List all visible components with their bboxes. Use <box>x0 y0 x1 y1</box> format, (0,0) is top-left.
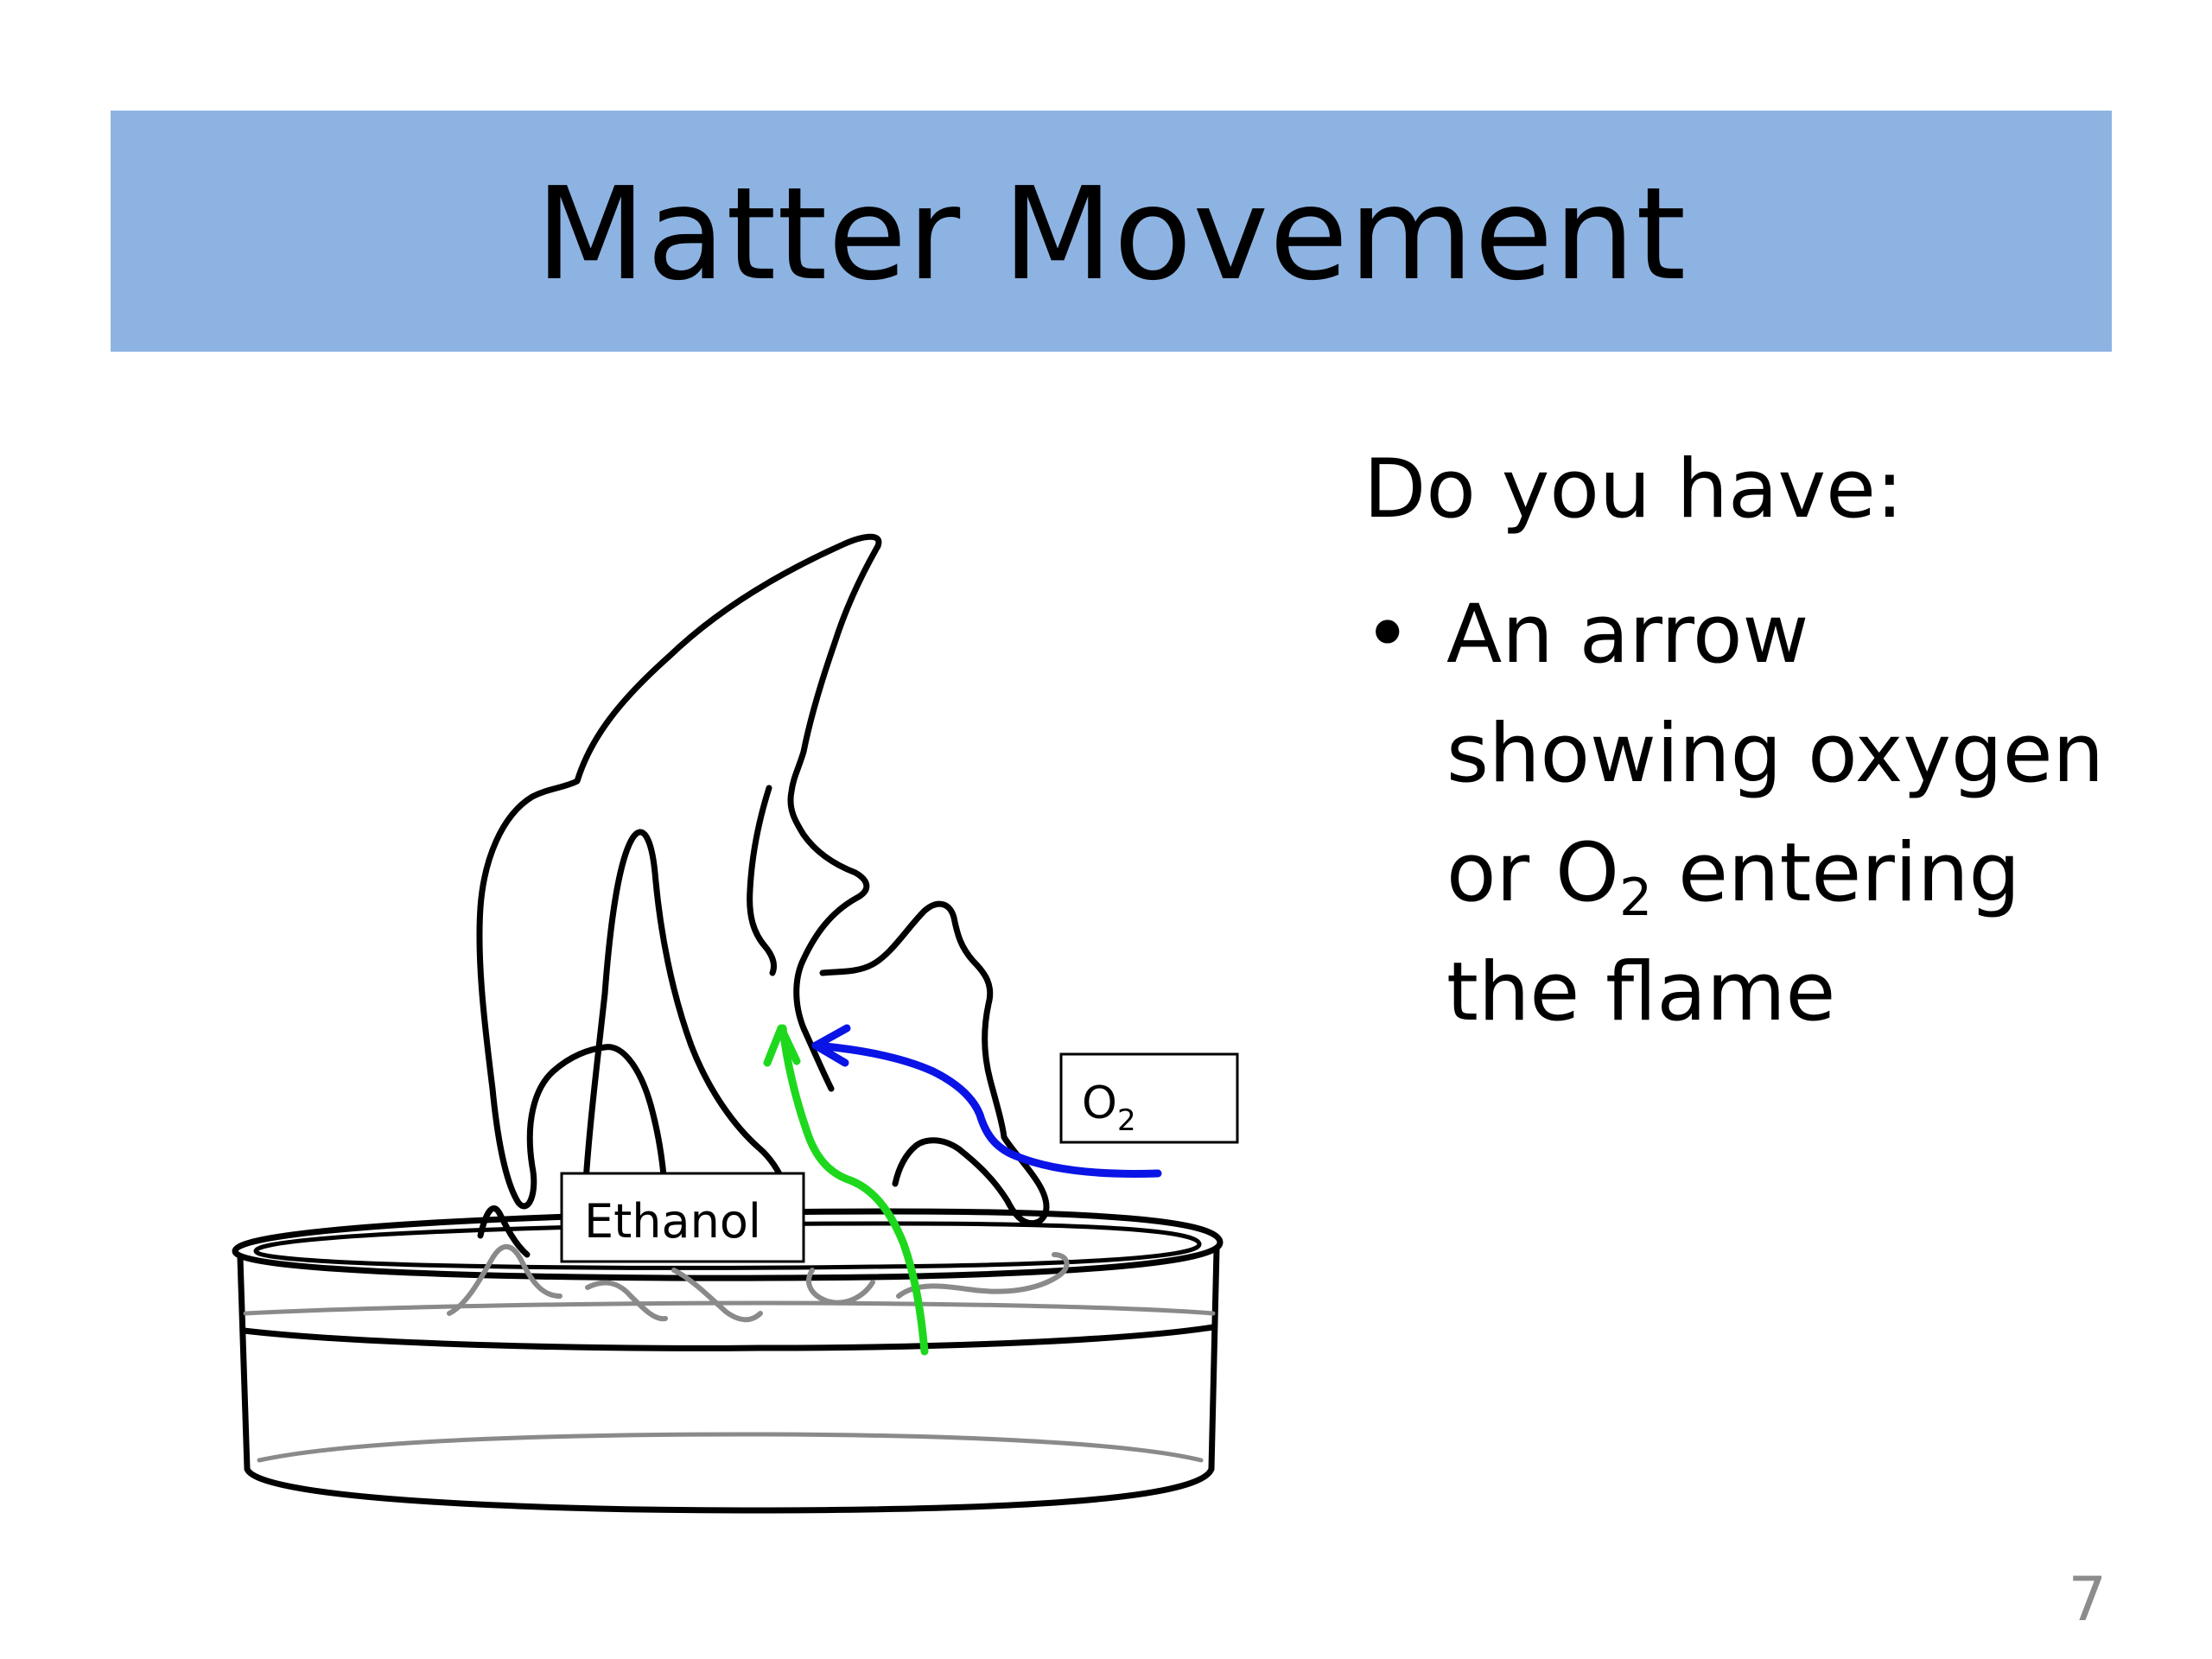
checklist-item: • An arrow showing oxygen or O2 entering… <box>1363 575 2141 1052</box>
o2-label-main: O <box>1082 1077 1117 1129</box>
reflection-mid <box>585 1280 668 1322</box>
dish-rim-inner <box>253 1221 1202 1270</box>
flame-inner-left-spike <box>581 829 797 1213</box>
flame-right-lower <box>892 1134 1050 1227</box>
reflection-loop <box>806 1268 875 1306</box>
dish-wall-right <box>1208 1246 1220 1472</box>
reflection-center <box>671 1268 763 1323</box>
bullet-line-3-start: or O <box>1446 826 1620 920</box>
flame-reflection <box>447 1244 1070 1323</box>
ethanol-arrowhead <box>763 1024 801 1067</box>
oxygen-arrow <box>811 1041 1162 1178</box>
bullet-line-1: An arrow <box>1446 588 1809 682</box>
bullet-icon: • <box>1363 588 1412 682</box>
flame-outer-left <box>476 533 882 1210</box>
oxygen-arrowhead <box>811 1024 851 1067</box>
dish-bottom <box>244 1465 1215 1514</box>
flame <box>476 533 1050 1258</box>
o2-label-box: O2 <box>1059 1052 1239 1144</box>
bullet-line-3-end: entering <box>1652 826 2021 920</box>
ethanol-label-box: Ethanol <box>560 1172 805 1263</box>
slide-title: Matter Movement <box>535 159 1688 308</box>
reflection-right <box>896 1252 1070 1299</box>
ethanol-label: Ethanol <box>584 1194 761 1249</box>
flame-inner-fork <box>747 785 778 976</box>
question-heading: Do you have: <box>1363 442 1904 537</box>
flame-right-lobe <box>819 900 1007 1141</box>
arrows <box>763 1024 1162 1356</box>
bullet-line-2: showing oxygen <box>1446 707 2105 801</box>
bullet-line-3-subscript: 2 <box>1619 867 1653 928</box>
flame-main-right-edge <box>787 543 881 1092</box>
liquid-surface-ghost <box>243 1300 1216 1316</box>
slide-number: 7 <box>2068 1564 2107 1635</box>
ethanol-arrow <box>779 1024 929 1356</box>
o2-label-frame <box>1059 1052 1239 1144</box>
reflection-left <box>447 1244 563 1316</box>
o2-label-sub: 2 <box>1117 1103 1136 1138</box>
bullet-line-3: or O2 entering <box>1446 814 2141 933</box>
liquid-surface <box>240 1324 1217 1351</box>
flame-left-small <box>477 1205 531 1258</box>
dish-base-ellipse <box>257 1432 1204 1463</box>
ethanol-label-frame <box>560 1172 805 1263</box>
bullet-line-4: the flame <box>1446 945 1836 1039</box>
question-panel: Do you have: • An arrow showing oxygen o… <box>1363 449 2141 1052</box>
title-bar: Matter Movement <box>111 111 2112 352</box>
o2-label: O2 <box>1082 1077 1136 1138</box>
dish-wall-left <box>237 1255 251 1472</box>
